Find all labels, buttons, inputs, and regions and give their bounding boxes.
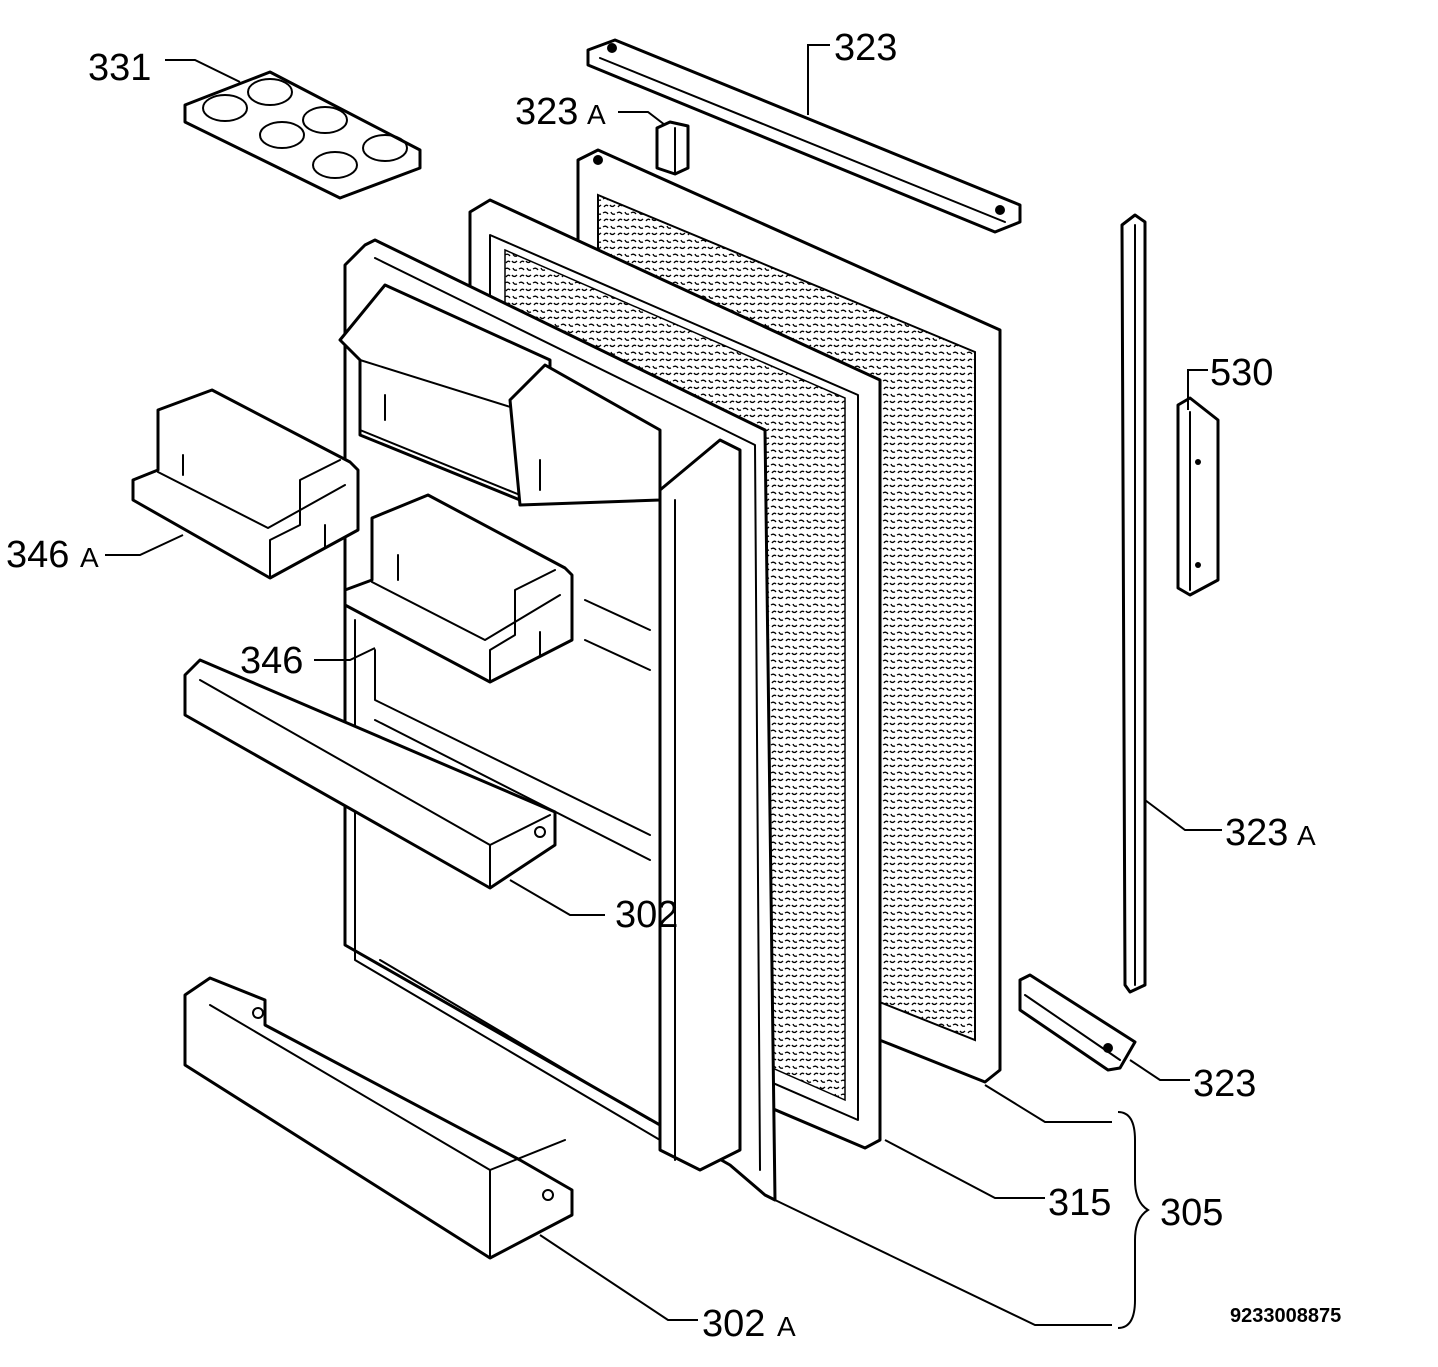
label-346: 346 [240, 640, 303, 682]
drawing-number: 9233008875 [1230, 1305, 1341, 1327]
label-530: 530 [1210, 352, 1273, 394]
label-346a-suffix: A [80, 542, 99, 573]
door-shelf-302a [183, 976, 574, 1260]
label-323a-right: 323 [1225, 812, 1288, 854]
door-shelf-346a [131, 388, 360, 580]
bracket-530 [1176, 396, 1220, 597]
door-shelf-302 [183, 658, 557, 890]
leader-lines [105, 44, 1222, 1329]
label-302a-suffix: A [777, 1311, 796, 1342]
label-315: 315 [1048, 1182, 1111, 1224]
bottom-hinge-bar-323 [1018, 973, 1137, 1072]
part-labels: 331 323 323 A 530 346 A 346 323 A 302 32… [6, 27, 1341, 1345]
egg-tray-331 [183, 70, 422, 200]
label-302a: 302 [702, 1303, 765, 1345]
label-323-bottom: 323 [1193, 1063, 1256, 1105]
label-323a-top-suffix: A [587, 99, 606, 130]
label-302: 302 [615, 894, 678, 936]
label-323-top: 323 [834, 27, 897, 69]
label-323a-top: 323 [515, 91, 578, 133]
label-323a-right-suffix: A [1297, 820, 1316, 851]
label-305: 305 [1160, 1192, 1223, 1234]
top-hinge-bar-323 [586, 38, 1022, 234]
door-shelf-346 [343, 493, 574, 684]
label-331: 331 [88, 47, 151, 89]
side-trim-323a [1120, 213, 1147, 994]
top-trim-piece-323a [655, 120, 690, 176]
door-inner-liner [338, 238, 777, 1202]
label-346a: 346 [6, 534, 69, 576]
